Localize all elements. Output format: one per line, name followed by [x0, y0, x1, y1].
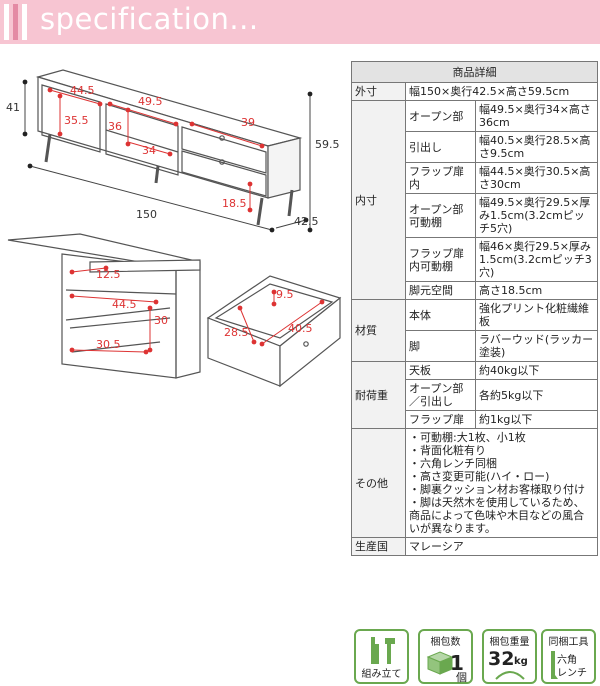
- flap-interior-diagram: 12.5 44.5 30 30.5: [7, 233, 201, 379]
- table-row: 生産国 マレーシア: [351, 537, 598, 556]
- package-count-label: 梱包数: [430, 637, 461, 648]
- note-line: ・脚は天然木を使用しているため、商品によって色味や木目などの風合いが異なります。: [409, 496, 585, 535]
- package-count-unit: 個: [456, 671, 467, 684]
- sub-label: オープン部可動棚: [405, 193, 476, 238]
- assembly-label: 組み立て: [361, 669, 402, 680]
- dim-flap-shelf-depth: 12.5: [96, 268, 121, 281]
- sub-label: フラップ扉: [405, 410, 476, 429]
- sub-value: 約1kg以下: [475, 410, 598, 429]
- note-line: ・可動棚:大1枚、小1枚: [409, 431, 526, 444]
- dim-leg-space: 18.5: [222, 197, 247, 210]
- row-label-inner: 内寸: [351, 100, 406, 300]
- dim-open-width: 49.5: [138, 95, 163, 108]
- sub-label: オープン部: [405, 100, 476, 132]
- sub-label: フラップ扉内可動棚: [405, 237, 476, 282]
- hex-wrench-icon: [551, 651, 558, 679]
- dim-open-height: 36: [108, 120, 122, 133]
- sub-label: 本体: [405, 299, 476, 331]
- sub-value: 高さ18.5cm: [475, 281, 598, 300]
- dim-open-depth: 34: [142, 144, 156, 157]
- sub-label: オープン部／引出し: [405, 379, 476, 411]
- dim-width-150: 150: [136, 208, 157, 221]
- drawer-diagram: 9.5 28.5 40.5: [206, 275, 342, 388]
- tools-icon: [371, 637, 395, 664]
- sub-value: ラバーウッド(ラッカー塗装): [475, 330, 598, 362]
- dim-flap-inner-height: 30: [154, 314, 168, 327]
- table-row: オープン部／引出し 各約5kg以下: [352, 379, 598, 411]
- table-row: フラップ扉内 幅44.5×奥行30.5×高さ30cm: [352, 162, 598, 194]
- included-tool-line1: 六角: [557, 655, 577, 666]
- table-row: 脚元空間 高さ18.5cm: [352, 281, 598, 300]
- dim-flap-inner-width: 44.5: [112, 298, 137, 311]
- tv-board-diagram: 41 150 42.5 59.5 44.5 49.5 39 35.5 36 34…: [6, 69, 340, 233]
- row-value-origin: マレーシア: [405, 537, 598, 556]
- dim-height-41: 41: [6, 101, 20, 114]
- row-label-other: その他: [351, 428, 406, 538]
- included-tool-line2: レンチ: [557, 668, 587, 679]
- assembly-badge: 組み立て: [354, 629, 409, 684]
- sub-value: 幅49.5×奥行34×高さ36cm: [475, 100, 598, 132]
- header-stripe: [13, 4, 18, 40]
- package-weight-value: 32: [488, 648, 515, 670]
- table-row: フラップ扉 約1kg以下: [352, 410, 598, 429]
- dim-flap-width: 44.5: [70, 84, 95, 97]
- spec-table-heading: 商品詳細: [351, 61, 598, 83]
- sub-value: 幅40.5×奥行28.5×高さ9.5cm: [475, 131, 598, 163]
- section-title: specification...: [40, 2, 259, 36]
- sub-label: 脚: [405, 330, 476, 362]
- header-stripe: [22, 4, 27, 40]
- dim-depth-42-5: 42.5: [294, 215, 319, 228]
- sub-value: 各約5kg以下: [475, 379, 598, 411]
- table-row: 耐荷重 天板 約40kg以下: [351, 361, 598, 429]
- table-row: その他 ・可動棚:大1枚、小1枚 ・背面化粧有り ・六角レンチ同梱 ・高さ変更可…: [351, 428, 598, 538]
- row-label-outer: 外寸: [351, 82, 406, 101]
- note-line: ・六角レンチ同梱: [409, 457, 497, 470]
- sub-value: 幅44.5×奥行30.5×高さ30cm: [475, 162, 598, 194]
- other-notes: ・可動棚:大1枚、小1枚 ・背面化粧有り ・六角レンチ同梱 ・高さ変更可能(ハイ…: [405, 428, 598, 538]
- table-row: 材質 本体 強化プリント化粧繊維板: [351, 299, 598, 362]
- scale-icon: [495, 671, 525, 680]
- dim-drawer-inner-depth: 28.5: [224, 326, 249, 339]
- dim-drawer-width: 39: [241, 116, 255, 129]
- table-row: フラップ扉内可動棚 幅46×奥行29.5×厚み1.5cm(3.2cmピッチ3穴): [352, 237, 598, 282]
- sub-value: 強化プリント化粧繊維板: [475, 299, 598, 331]
- sub-label: 脚元空間: [405, 281, 476, 300]
- included-tool-badge: 同梱工具 六角 レンチ: [541, 629, 596, 684]
- dim-flap-inner-depth: 30.5: [96, 338, 121, 351]
- row-value-outer: 幅150×奥行42.5×高さ59.5cm: [405, 82, 598, 101]
- row-label-origin: 生産国: [351, 537, 406, 556]
- dim-height-59-5: 59.5: [315, 138, 340, 151]
- note-line: ・背面化粧有り: [409, 444, 486, 457]
- table-row: オープン部可動棚 幅49.5×奥行29.5×厚み1.5cm(3.2cmピッチ5穴…: [352, 193, 598, 238]
- table-row: 脚 ラバーウッド(ラッカー塗装): [352, 330, 598, 362]
- sub-label: 引出し: [405, 131, 476, 163]
- dim-drawer-inner-height: 9.5: [276, 288, 294, 301]
- package-count-badge: 梱包数 1 個: [418, 629, 473, 684]
- section-header: specification...: [0, 0, 600, 44]
- spec-table: 商品詳細 外寸 幅150×奥行42.5×高さ59.5cm 内寸 オープン部 幅4…: [351, 61, 598, 556]
- sub-label: 天板: [405, 361, 476, 380]
- row-label-material: 材質: [351, 299, 406, 362]
- table-row: 外寸 幅150×奥行42.5×高さ59.5cm: [351, 82, 598, 101]
- sub-label: フラップ扉内: [405, 162, 476, 194]
- sub-value: 幅46×奥行29.5×厚み1.5cm(3.2cmピッチ3穴): [475, 237, 598, 282]
- box-icon: [426, 651, 454, 675]
- row-label-load: 耐荷重: [351, 361, 406, 429]
- note-line: ・脚裏クッション材お客様取り付け: [409, 483, 585, 496]
- sub-value: 幅49.5×奥行29.5×厚み1.5cm(3.2cmピッチ5穴): [475, 193, 598, 238]
- package-weight-badge: 梱包重量 32 kg: [482, 629, 537, 684]
- sub-value: 約40kg以下: [475, 361, 598, 380]
- note-line: ・高さ変更可能(ハイ・ロー): [409, 470, 550, 483]
- dim-flap-height: 35.5: [64, 114, 89, 127]
- package-weight-label: 梱包重量: [489, 637, 530, 648]
- included-tool-label: 同梱工具: [548, 637, 589, 648]
- table-row: 内寸 オープン部 幅49.5×奥行34×高さ36cm: [351, 100, 598, 300]
- package-weight-unit: kg: [514, 656, 528, 667]
- package-count-value: 1: [450, 651, 464, 675]
- dim-drawer-inner-width: 40.5: [288, 322, 313, 335]
- header-stripe: [4, 4, 9, 40]
